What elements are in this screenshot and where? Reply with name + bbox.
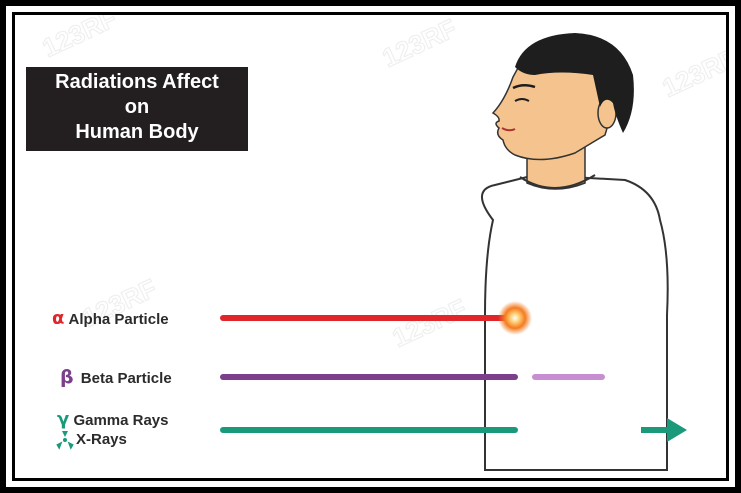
title-line-2: on [26,95,248,120]
watermark-text: 123RF [658,43,729,103]
diagram-title: Radiations Affect on Human Body [26,67,248,151]
radiation-trefoil-icon [56,431,73,450]
gamma-arrow-head [667,418,687,442]
illustration-panel: 123RF 123RF 123RF 123RF 123RF [12,12,729,481]
beta-label-text: Beta Particle [81,370,172,387]
title-line-1: Radiations Affect [26,70,248,95]
alpha-impact-glow [498,301,532,335]
gamma-symbol: γ [57,409,69,430]
beta-label: β Beta Particle [60,366,172,388]
alpha-symbol: α [52,308,64,329]
xray-label-text: X-Rays [76,431,127,448]
gamma-label-text: Gamma Rays [73,412,168,429]
watermark-text: 123RF [378,15,461,73]
alpha-label: α Alpha Particle [52,308,169,329]
title-line-3: Human Body [26,120,248,145]
xray-label: X-Rays [76,431,127,448]
watermark-text: 123RF [388,293,471,353]
gamma-label: γ Gamma Rays [57,409,169,430]
watermark-text: 123RF [38,15,121,63]
alpha-label-text: Alpha Particle [69,311,169,328]
beta-symbol: β [60,366,74,388]
